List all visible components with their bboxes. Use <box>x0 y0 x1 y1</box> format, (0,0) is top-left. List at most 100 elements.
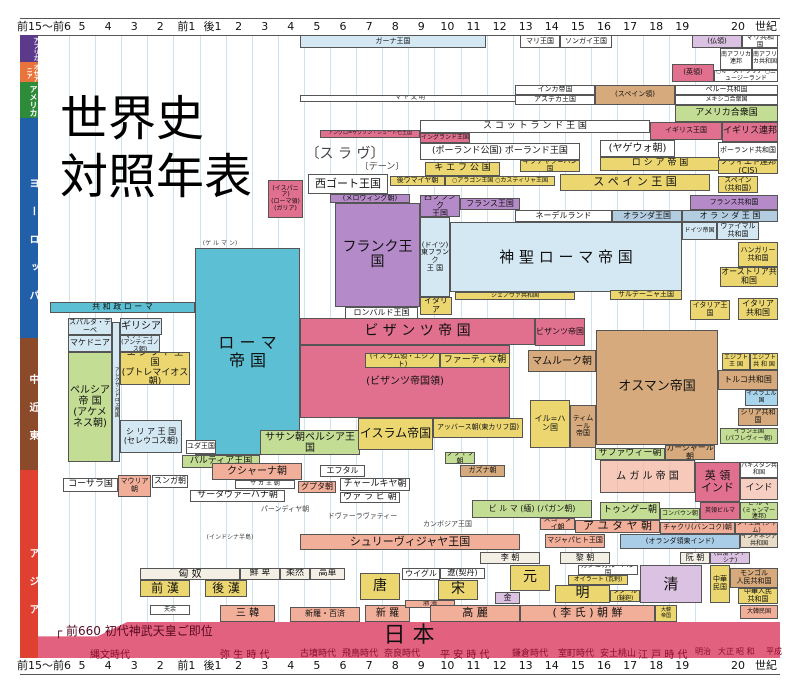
block-jagiello: (ヤゲウォ朝) <box>600 140 675 157</box>
block-uyghur: ウイグル <box>402 568 440 580</box>
century-tick: 3 <box>261 659 269 672</box>
century-tick: 18 <box>649 20 664 33</box>
block-nguyen: 阮 朝 <box>680 552 710 564</box>
block-xianbei: 鮮 卑 <box>240 568 280 580</box>
block-song: 宋 <box>438 580 478 600</box>
block-merov: (メロヴィング朝) <box>330 194 410 203</box>
block-uk: イギリス王国 <box>650 122 722 140</box>
block-visigoth: 西ゴート王国 <box>308 174 388 194</box>
block-fr-africa: (仏領) <box>692 35 742 48</box>
century-tick: 13 <box>518 659 533 672</box>
japan-era: 平 安 時 代 <box>440 650 490 661</box>
block-sunga: スンガ朝 <box>152 475 188 488</box>
block-former-han: 前 漢 <box>140 580 190 597</box>
century-tick: 14 <box>544 659 559 672</box>
block-prc: 中華人民 共和国 <box>738 588 778 604</box>
japan-era: 弥 生 時 代 <box>220 650 270 661</box>
block-uk-oceania: (英領) <box>672 64 714 82</box>
block-mamluk: マムルーク朝 <box>528 350 596 372</box>
century-tick: 12 <box>492 659 507 672</box>
block-br-burma: 英領ビルマ <box>700 502 740 520</box>
century-tick: 8 <box>391 20 399 33</box>
century-tick: 16 <box>597 659 611 672</box>
block-roman-rep: 共 和 政 ロ ー マ <box>50 302 195 313</box>
japan-era: 大正 <box>718 647 734 656</box>
block-joseon: ( 李 氏 ) 朝 鮮 <box>520 605 655 622</box>
block-england: イングランド王国 <box>420 133 470 143</box>
block-kushan: クシャーナ朝 <box>212 463 302 480</box>
block-anglo: アングロ=サクソン・ジュート七王国 <box>320 130 420 138</box>
block-east-frank: (ドイツ) 東フランク 王 国 <box>420 217 450 297</box>
block-kashgar: カシュガル=ハン国 <box>578 565 638 575</box>
century-tick: 3 <box>130 659 138 672</box>
japan-era: 昭 和 <box>736 647 755 656</box>
block-fatimid: ファーティマ朝 <box>440 353 510 368</box>
gridline <box>512 34 514 658</box>
block-frank: フランク王国 <box>335 203 420 307</box>
century-tick: 7 <box>365 20 373 33</box>
century-tick: 世紀 <box>755 659 777 672</box>
block-ming: 明 <box>555 585 610 603</box>
block-abbasid: アッバース朝(東カリフ国) <box>433 418 523 438</box>
block-hungary: ハンガリー 共和国 <box>738 242 778 267</box>
block-srivijaya: シュリーヴィジャヤ王国 <box>300 534 520 550</box>
region-asia: アジア <box>20 470 38 658</box>
block-islam: イスラム帝国 <box>358 418 433 450</box>
block-korean-emp: 大韓 帝国 <box>655 605 677 622</box>
block-silla-baekje: 新羅・百済 <box>290 607 360 622</box>
century-tick: 16 <box>597 20 611 33</box>
block-maya: マ ヤ 文 明 <box>300 95 520 102</box>
block-soviet: ソヴィエト連邦(CIS) <box>718 160 778 174</box>
block-valabhi: ヴァ ラ ビ 朝 <box>340 492 400 503</box>
block-rome: ロ ー マ 帝 国 <box>195 248 300 455</box>
region-europe: ヨーロッパ <box>20 118 38 338</box>
block-mongolia: モンゴル 人民共和国 <box>730 568 778 588</box>
block-silla: 新 羅 <box>365 605 410 622</box>
block-umayyad: 後ウマイヤ朝 <box>390 176 445 186</box>
japan-era: 江 戸 時 代 <box>638 650 688 661</box>
century-tick: 2 <box>156 20 164 33</box>
block-mali: マリ王国 <box>520 35 560 48</box>
block-judah: ユダ王国 <box>186 440 216 454</box>
block-sa-rep: 南アフリカ共和国 <box>752 48 778 70</box>
block-yuan: 元 <box>510 565 550 591</box>
century-tick: 20 <box>731 20 745 33</box>
century-tick: 後1 <box>203 20 222 33</box>
block-netherlands: ネーデルランド <box>515 210 612 222</box>
century-tick: 19 <box>675 20 690 33</box>
block-uk-comm: イギリス連邦 <box>722 122 778 142</box>
block-scotland: ス コ ッ ト ラ ン ド 王 国 <box>420 120 650 133</box>
block-rok: 大韓民国 <box>740 605 778 619</box>
block-indonesia: インドネシア共和国 <box>740 534 778 548</box>
block-dvaravati: ドヴァーラヴァティー <box>327 512 398 521</box>
century-tick: 5 <box>78 659 86 672</box>
title-line-1: 世界史 <box>60 91 205 147</box>
century-tick: 9 <box>417 20 425 33</box>
block-peru: ペルー共和国 <box>675 85 778 95</box>
block-safavid: サファヴィー朝 <box>595 448 665 460</box>
block-chakri: チャクリ(バンコク)朝 <box>660 522 735 534</box>
block-italy-rep: イタリア 共和国 <box>738 298 778 320</box>
century-tick: 15 <box>570 20 585 33</box>
block-ghazni: ガズナ朝 <box>460 465 505 477</box>
block-myanmar: ビ ル マ (ミャンマー連邦) <box>740 502 778 520</box>
century-tick: 4 <box>104 659 112 672</box>
block-maurya: マウリア朝 <box>118 475 151 497</box>
block-ghana: ガーナ王国 <box>300 35 486 48</box>
century-tick: 17 <box>623 20 638 33</box>
century-tick: 5 <box>78 20 86 33</box>
gridline <box>591 34 592 658</box>
block-indochina: (インドシナ半島) <box>206 533 254 541</box>
century-tick: 11 <box>466 20 481 33</box>
block-iran: イラン王国 (パフレヴィー朝) <box>720 428 778 444</box>
century-tick: 2 <box>235 659 243 672</box>
century-tick: 12 <box>492 20 507 33</box>
block-german: (ゲ ル マ ン) <box>202 240 238 247</box>
japan-era: 鎌倉時代 <box>512 649 549 659</box>
century-tick: 9 <box>417 659 425 672</box>
block-sparta: スパルタ・テーベ <box>68 318 112 335</box>
block-spain-rep: スペイン (共和国) <box>718 176 758 193</box>
block-alexander: アレクサンドロス帝国 <box>112 322 120 462</box>
block-ptolemy: エ ジ プ ト 王 国 (プトレマイオス朝) <box>120 352 190 385</box>
gridline <box>173 34 175 658</box>
